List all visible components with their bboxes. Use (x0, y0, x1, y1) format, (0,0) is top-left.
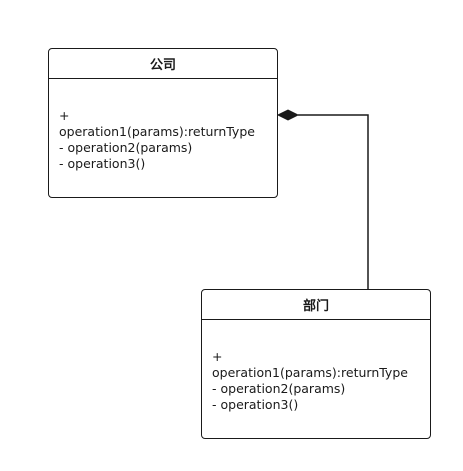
operation-line: - operation2(params) (59, 140, 193, 155)
class-department[interactable]: 部门 + operation1(params):returnType - ope… (201, 289, 431, 439)
class-department-name: 部门 (202, 290, 430, 320)
operation-line: operation1(params):returnType (59, 124, 255, 139)
operation-line: - operation2(params) (212, 381, 346, 396)
class-company-name: 公司 (49, 49, 277, 79)
composition-line (298, 114, 369, 289)
operation-line: + (59, 108, 70, 123)
class-company-operations: + operation1(params):returnType - operat… (49, 79, 277, 172)
operation-line: + (212, 349, 223, 364)
operation-line: operation1(params):returnType (212, 365, 408, 380)
class-company[interactable]: 公司 + operation1(params):returnType - ope… (48, 48, 278, 198)
class-department-operations: + operation1(params):returnType - operat… (202, 320, 430, 413)
operation-line: - operation3() (59, 156, 146, 171)
composition-diamond-icon (276, 109, 300, 121)
operation-line: - operation3() (212, 397, 299, 412)
